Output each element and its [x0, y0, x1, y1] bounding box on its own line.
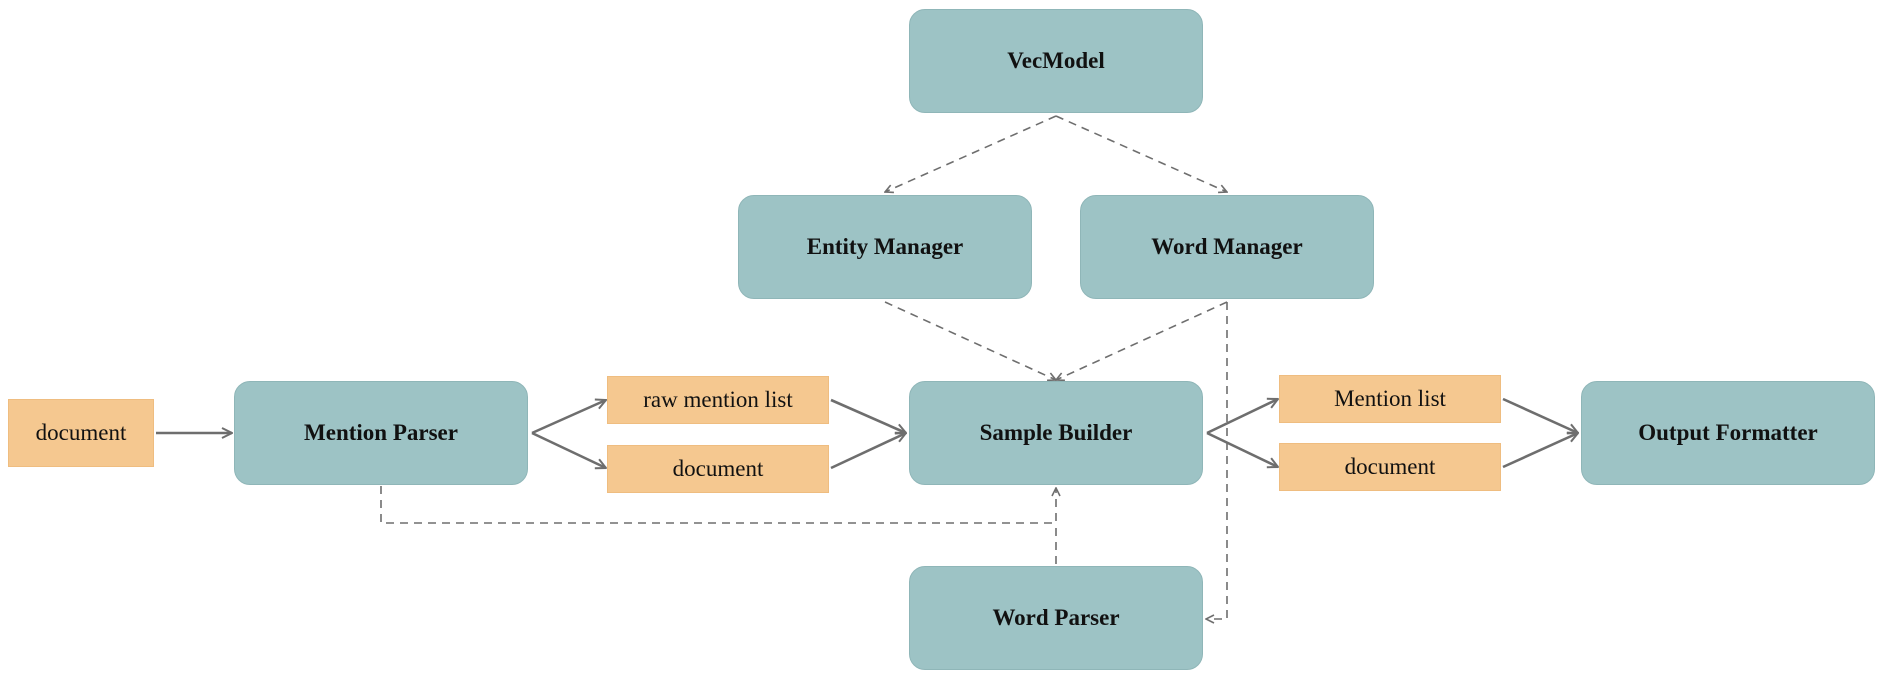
- arrow-mention-list-to-output-formatter: [1502, 397, 1578, 433]
- mention-parser-label: Mention Parser: [304, 420, 458, 445]
- word-parser-node[interactable]: Word Parser: [909, 566, 1203, 670]
- arrow-document-to-output-formatter: [1502, 433, 1578, 469]
- dashed-word-manager-to-sample-builder: [1056, 301, 1228, 380]
- document-out-label: document: [1344, 454, 1436, 479]
- dashed-mention-parser-to-sample-builder: [380, 486, 1056, 524]
- word-parser-label: Word Parser: [992, 605, 1120, 630]
- sample-builder-node[interactable]: Sample Builder: [909, 381, 1203, 485]
- vecmodel-node[interactable]: VecModel: [909, 9, 1203, 113]
- word-manager-label: Word Manager: [1151, 234, 1303, 259]
- arrow-document-to-sample-builder: [830, 433, 906, 470]
- dashed-vecmodel-to-word-manager: [1055, 115, 1227, 192]
- input-document-label: document: [35, 420, 127, 445]
- dashed-vecmodel-to-entity-manager: [885, 115, 1057, 192]
- entity-manager-label: Entity Manager: [806, 234, 964, 259]
- document-mid-label: document: [672, 456, 764, 481]
- output-formatter-label: Output Formatter: [1638, 420, 1818, 445]
- sample-builder-label: Sample Builder: [979, 420, 1133, 445]
- dashed-word-manager-to-word-parser: [1206, 302, 1228, 619]
- input-document-data[interactable]: document: [8, 399, 154, 467]
- arrow-sample-builder-to-document: [1206, 431, 1278, 467]
- document-out-data[interactable]: document: [1279, 443, 1501, 491]
- arrow-sample-builder-to-mention-list: [1206, 399, 1278, 435]
- entity-manager-node[interactable]: Entity Manager: [738, 195, 1032, 299]
- arrow-mention-parser-to-raw-mention-list: [531, 400, 606, 435]
- raw-mention-list-data[interactable]: raw mention list: [607, 376, 829, 424]
- arrow-mention-parser-to-document: [531, 431, 606, 468]
- document-mid-data[interactable]: document: [607, 445, 829, 493]
- word-manager-node[interactable]: Word Manager: [1080, 195, 1374, 299]
- raw-mention-list-label: raw mention list: [643, 387, 793, 412]
- mention-parser-node[interactable]: Mention Parser: [234, 381, 528, 485]
- arrow-raw-mention-list-to-sample-builder: [830, 398, 906, 433]
- mention-list-data[interactable]: Mention list: [1279, 375, 1501, 423]
- dashed-entity-manager-to-sample-builder: [884, 301, 1056, 380]
- mention-list-label: Mention list: [1334, 386, 1446, 411]
- output-formatter-node[interactable]: Output Formatter: [1581, 381, 1875, 485]
- vecmodel-label: VecModel: [1007, 48, 1105, 73]
